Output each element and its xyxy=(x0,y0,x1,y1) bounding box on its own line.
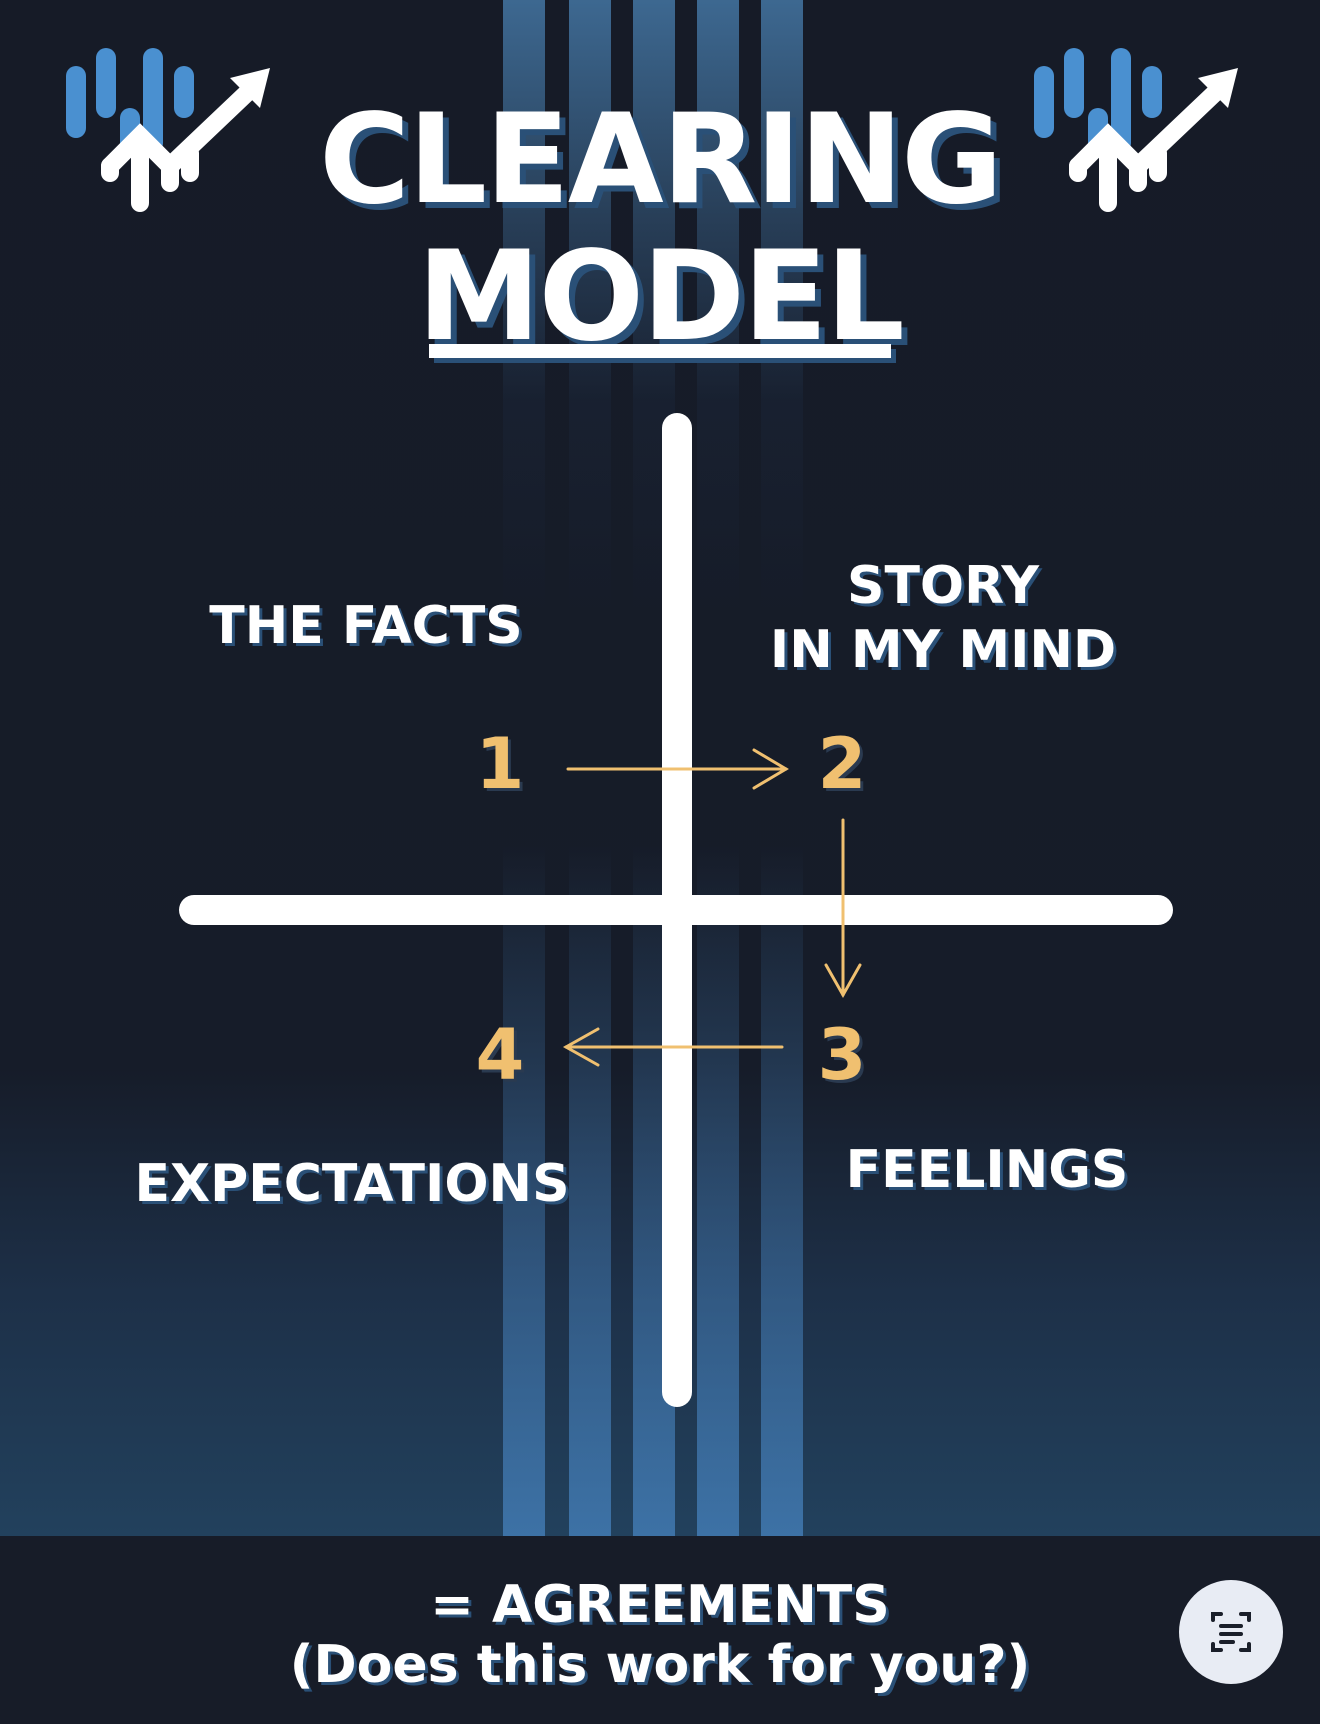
bar-chart-arrow-icon xyxy=(1034,48,1238,212)
label-in-my-mind: IN MY MIND xyxy=(769,620,1117,680)
title-line-1: CLEARING xyxy=(319,88,1003,232)
footer-agreements: = AGREEMENTS xyxy=(430,1575,890,1635)
title-underline xyxy=(429,344,891,358)
title-line-2: MODEL xyxy=(417,225,904,369)
text-scan-icon xyxy=(1211,1612,1251,1652)
bar-chart-arrow-icon xyxy=(66,48,270,212)
footer-band xyxy=(0,1536,1320,1724)
light-beam xyxy=(503,0,545,1536)
label-expectations: EXPECTATIONS xyxy=(134,1154,570,1214)
step-1: 1 xyxy=(475,723,525,805)
label-story: STORY xyxy=(847,556,1039,616)
horizontal-axis xyxy=(179,895,1173,925)
label-feelings: FEELINGS xyxy=(845,1140,1129,1200)
arrow-1-to-2 xyxy=(566,748,789,790)
step-3: 3 xyxy=(817,1014,867,1096)
label-the-facts: THE FACTS xyxy=(209,596,523,656)
footer-question: (Does this work for you?) xyxy=(289,1635,1031,1695)
step-4: 4 xyxy=(475,1014,525,1096)
arrow-3-to-4 xyxy=(562,1027,784,1067)
arrow-2-to-3 xyxy=(824,818,862,999)
step-2: 2 xyxy=(817,723,867,805)
text-scan-button[interactable] xyxy=(1179,1580,1283,1684)
